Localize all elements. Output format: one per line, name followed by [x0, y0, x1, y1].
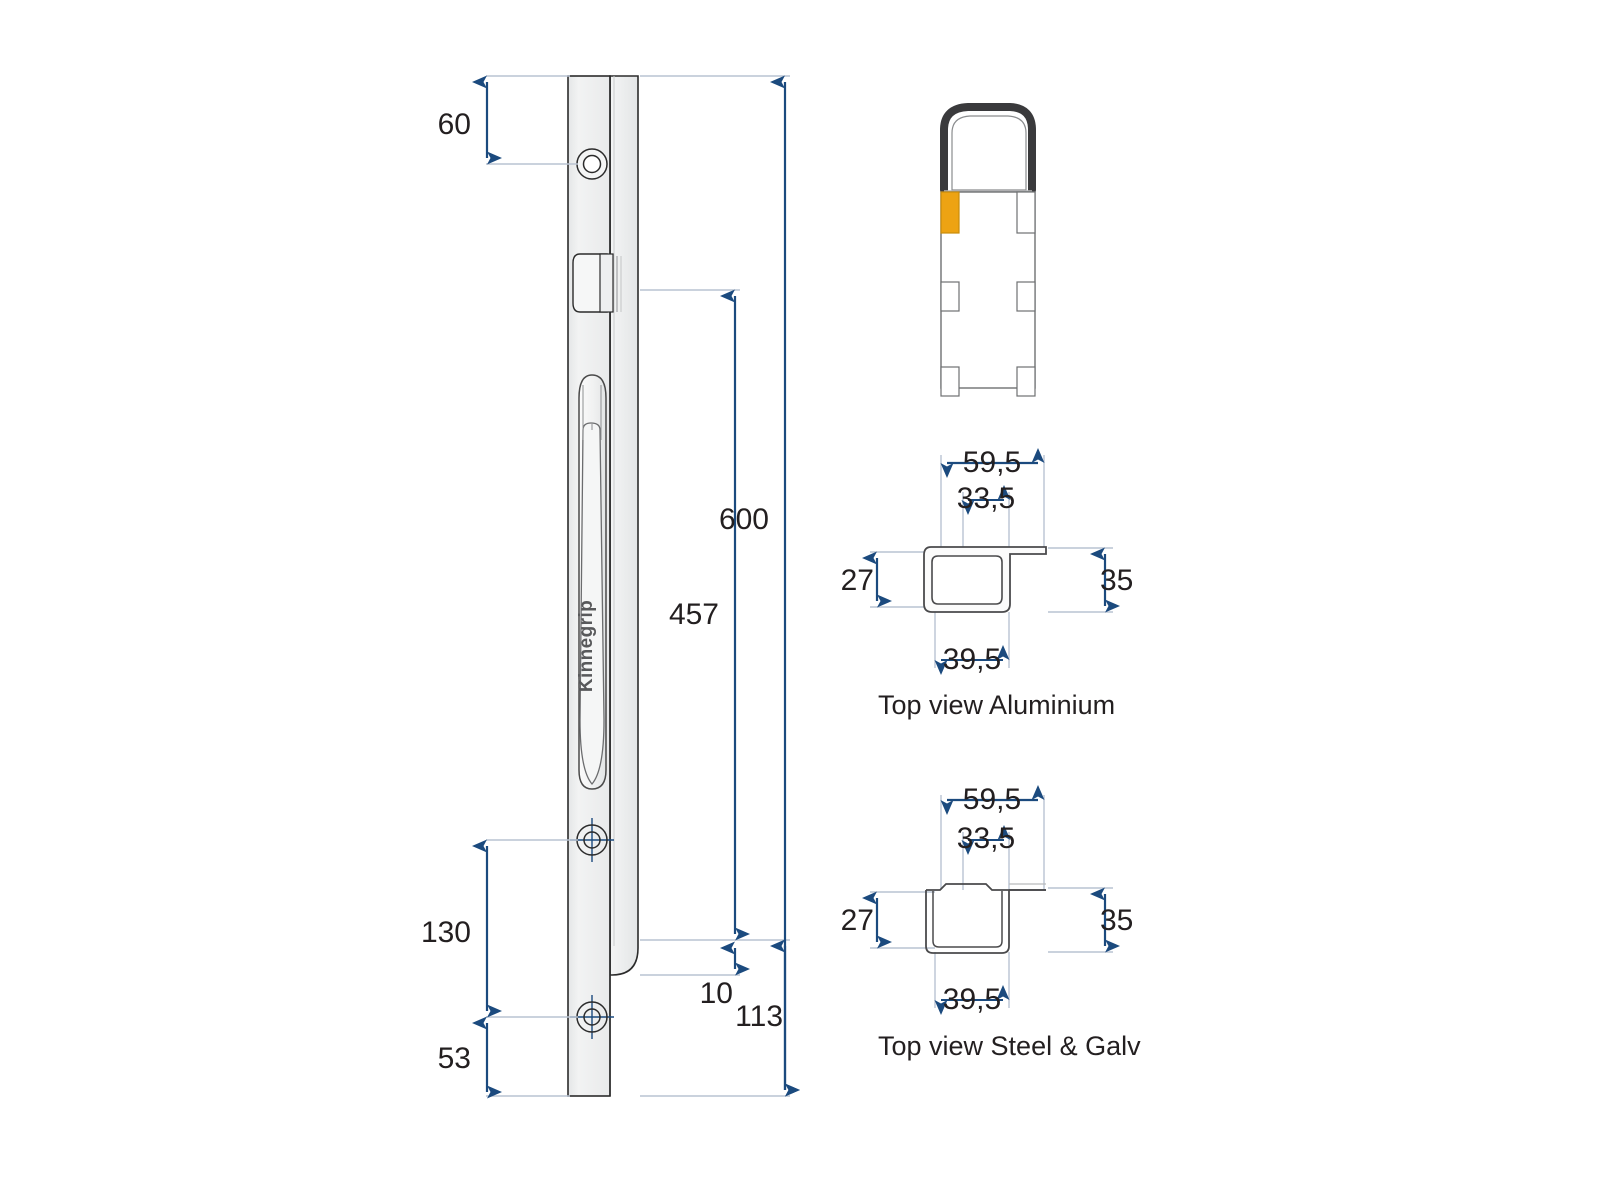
dimension-10-label: 10 — [700, 977, 733, 1010]
trailer-bracket-highlighted — [940, 191, 960, 234]
top-view-aluminium-group: 59,5 33,5 27 35 39,5 Top view Aluminium — [841, 446, 1134, 720]
dimension-113: 113 — [735, 939, 800, 1097]
trailer-bracket-mid-right — [1016, 281, 1036, 312]
handle: Kinnegrip — [576, 374, 607, 790]
steel-dimension-39-5-label: 39,5 — [943, 983, 1001, 1016]
steel-profile-channel — [925, 890, 1010, 954]
alu-dimension-27-label: 27 — [841, 564, 874, 597]
dimension-130-label: 130 — [421, 916, 471, 949]
trailer-bracket-bottom-left — [940, 366, 960, 397]
dimension-60-label: 60 — [438, 108, 471, 141]
alu-profile-inner — [931, 555, 1003, 605]
top-view-steel-group: 59,5 33,5 27 35 39,5 Top view Steel & Ga… — [841, 783, 1141, 1061]
side-view-dimensions: 60 130 53 457 600 10 113 — [421, 75, 800, 1099]
dimension-60: 60 — [438, 75, 502, 165]
steel-dimension-27-label: 27 — [841, 904, 874, 937]
steel-dimension-35-label: 35 — [1100, 904, 1133, 937]
alu-dimension-35-label: 35 — [1100, 564, 1133, 597]
alu-dimension-59-5: 59,5 — [940, 446, 1045, 479]
alu-dimension-59-5-label: 59,5 — [963, 446, 1021, 479]
dimension-130: 130 — [421, 839, 502, 1018]
alu-dimension-35: 35 — [1090, 547, 1133, 613]
steel-dimension-33-5-label: 33,5 — [957, 822, 1015, 855]
steel-profile-top-lip — [926, 883, 1046, 891]
alu-dimension-33-5-label: 33,5 — [957, 482, 1015, 515]
steel-dimension-39-5: 39,5 — [934, 983, 1010, 1016]
alu-dimension-27: 27 — [841, 551, 892, 608]
trailer-bracket-mid-left — [940, 281, 960, 312]
steel-profile-inner — [932, 891, 1003, 948]
trailer-view-group — [940, 103, 1036, 397]
steel-dimension-33-5: 33,5 — [957, 822, 1015, 855]
top-view-aluminium-caption: Top view Aluminium — [878, 690, 1115, 720]
truck-cab-outline — [940, 103, 1036, 194]
top-hole — [576, 148, 608, 180]
top-view-steel-caption: Top view Steel & Galv — [878, 1031, 1141, 1061]
dimension-457: 457 — [669, 289, 750, 941]
dimension-600: 600 — [719, 75, 800, 1097]
dimension-457-label: 457 — [669, 598, 719, 631]
alu-dimension-39-5: 39,5 — [934, 643, 1010, 676]
steel-dimension-59-5-label: 59,5 — [963, 783, 1021, 816]
alu-dimension-39-5-label: 39,5 — [943, 643, 1001, 676]
dimension-53-label: 53 — [438, 1042, 471, 1075]
dimension-600-label: 600 — [719, 503, 769, 536]
trailer-bracket-top-right — [1016, 191, 1036, 234]
truck-cab-body — [951, 115, 1027, 191]
locking-tab — [572, 253, 622, 313]
trailer-bracket-bottom-right — [1016, 366, 1036, 397]
alu-dimension-33-5: 33,5 — [957, 482, 1015, 515]
dimension-10: 10 — [700, 941, 750, 1010]
side-view-group: Kinnegrip — [567, 75, 639, 1097]
steel-dimension-27: 27 — [841, 891, 892, 949]
steel-dimension-35: 35 — [1090, 887, 1133, 953]
dimension-53: 53 — [438, 1016, 502, 1099]
dimension-113-label: 113 — [735, 1000, 783, 1033]
brand-label: Kinnegrip — [576, 600, 597, 692]
steel-dimension-59-5: 59,5 — [940, 783, 1045, 816]
